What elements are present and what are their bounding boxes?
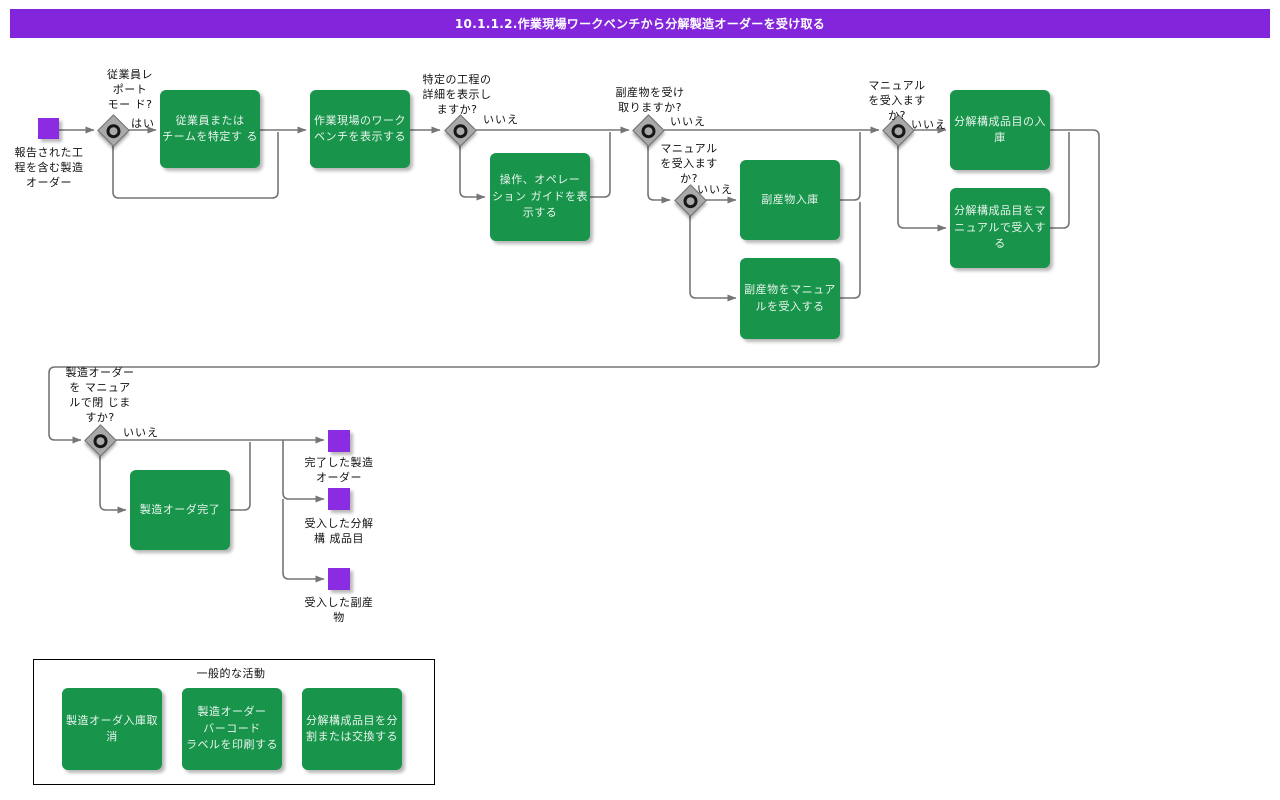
- gateway-circle-icon: [450, 120, 470, 140]
- connector-line: [897, 146, 947, 232]
- gateway-receive-byproducts-label: 副産物を受け 取りますか?: [615, 86, 685, 114]
- end-received-disassembly-components-label: 受入した分解 構 成品目: [304, 517, 374, 545]
- connector-line: [647, 146, 671, 204]
- diagram-title-bar: 10.1.1.2.作業現場ワークベンチから分解製造オーダーを受け取る: [10, 9, 1270, 38]
- connector-line: [840, 132, 861, 201]
- branch-label: いいえ: [483, 113, 519, 126]
- connector-line: [590, 132, 611, 198]
- connector-line: [48, 129, 1100, 444]
- task-identify-employee-or-team: 従業員または チームを特定す る: [160, 90, 260, 168]
- legend-frame: [33, 659, 435, 785]
- task-complete-manufacturing-order: 製造オーダ完了: [130, 470, 230, 550]
- start-reported-manufacturing-order-label: 報告された工 程を含む製造 オーダー: [14, 146, 84, 189]
- gateway-circle-icon: [90, 430, 110, 450]
- branch-label: はい: [131, 117, 155, 130]
- connector-line: [1050, 132, 1070, 229]
- task-byproduct-receipt: 副産物入庫: [740, 160, 840, 240]
- connector-line: [112, 132, 279, 199]
- connector-line: [230, 442, 251, 511]
- gateway-receive-byproduct-manually-label: マニュアル を受入ます か?: [660, 142, 718, 185]
- legend-task-cancel-order-receipt: 製造オーダ入庫取 消: [62, 688, 162, 770]
- end-received-byproducts: [328, 568, 350, 590]
- task-display-shopfloor-workbench: 作業現場のワーク ベンチを表示する: [310, 90, 410, 168]
- legend-title: 一般的な活動: [196, 667, 266, 680]
- branch-label: いいえ: [123, 426, 159, 439]
- connector-line: [840, 202, 861, 299]
- connector-line: [689, 216, 737, 302]
- gateway-employee-report-mode-label: 従業員レ ポート モー ド?: [107, 68, 153, 111]
- legend-task-split-or-exchange-components: 分解構成品目を分 割または交換する: [302, 688, 402, 770]
- gateway-receive-components-manually-label: マニュアル を受入ます か?: [868, 79, 926, 122]
- connector-line: [282, 440, 325, 503]
- end-completed-manufacturing-order: [328, 430, 350, 452]
- gateway-close-order-manually-label: 製造オーダー を マニュア ルで閉 じま すか?: [65, 366, 135, 424]
- branch-label: いいえ: [697, 183, 733, 196]
- end-received-byproducts-label: 受入した副産 物: [304, 596, 374, 624]
- end-received-disassembly-components: [328, 488, 350, 510]
- gateway-show-operation-details-label: 特定の工程の 詳細を表示し ますか?: [422, 73, 492, 116]
- connector-line: [99, 456, 127, 514]
- connector-line: [459, 146, 486, 201]
- gateway-circle-icon: [103, 120, 123, 140]
- branch-label: いいえ: [670, 115, 706, 128]
- task-show-operation-guide: 操作、オペレー ション ガイドを表 示する: [490, 153, 590, 241]
- end-completed-manufacturing-order-label: 完了した製造 オーダー: [304, 456, 374, 484]
- connector-line: [282, 499, 325, 583]
- task-disassembly-component-receipt: 分解構成品目の入 庫: [950, 90, 1050, 170]
- branch-label: いいえ: [911, 118, 947, 131]
- gateway-circle-icon: [638, 120, 658, 140]
- gateway-circle-icon: [680, 190, 700, 210]
- task-receive-byproduct-manually: 副産物をマニュア ルを受入する: [740, 258, 840, 339]
- legend-task-print-barcode-labels: 製造オーダー バーコード ラベルを印刷する: [182, 688, 282, 770]
- task-receive-disassembly-components-manually: 分解構成品目をマ ニュアルで受入す る: [950, 188, 1050, 268]
- start-reported-manufacturing-order: [38, 118, 59, 139]
